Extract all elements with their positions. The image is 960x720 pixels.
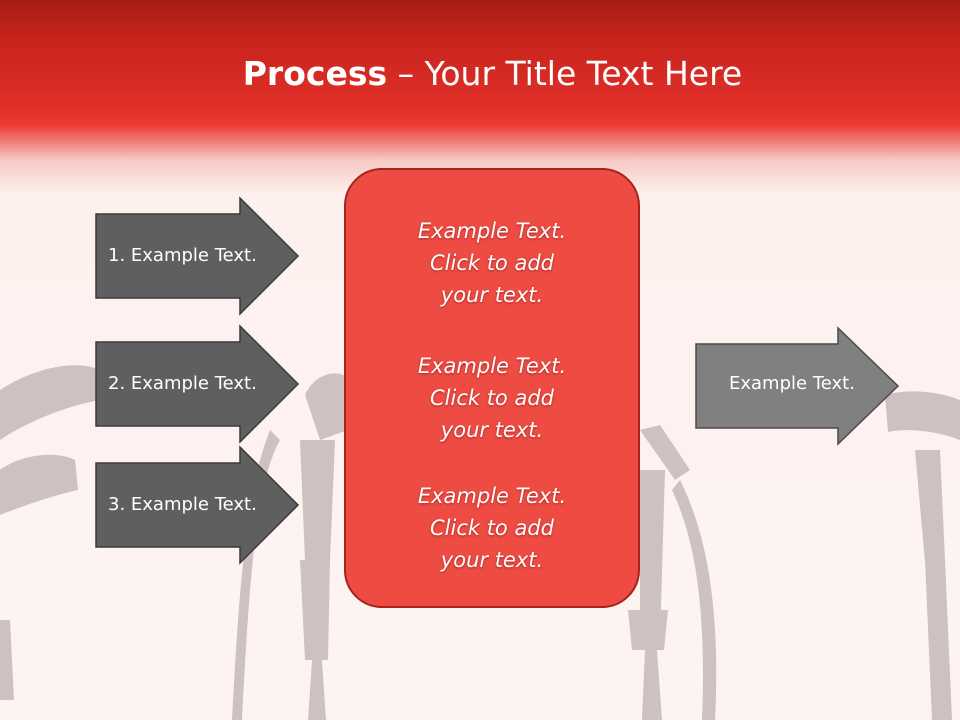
center-item-1-line1: Example Text. bbox=[417, 219, 567, 243]
center-item-2-line3: your text. bbox=[440, 418, 544, 442]
title-rest: – Your Title Text Here bbox=[387, 54, 743, 93]
center-item-2-line2: Click to add bbox=[429, 386, 554, 410]
center-item-3-line3: your text. bbox=[440, 548, 544, 572]
center-item-3-line2: Click to add bbox=[429, 516, 554, 540]
center-item-3[interactable]: Example Text. Click to add your text. bbox=[346, 480, 638, 576]
center-item-1-line2: Click to add bbox=[429, 251, 554, 275]
left-arrow-1[interactable] bbox=[95, 196, 300, 316]
center-item-3-line1: Example Text. bbox=[417, 484, 567, 508]
center-item-1-line3: your text. bbox=[440, 283, 544, 307]
center-item-2-line1: Example Text. bbox=[417, 354, 567, 378]
left-arrow-1-label: 1. Example Text. bbox=[108, 245, 257, 266]
left-arrow-2[interactable] bbox=[95, 324, 300, 444]
left-arrow-3-label: 3. Example Text. bbox=[108, 494, 257, 515]
title-bold: Process bbox=[242, 54, 388, 93]
left-arrow-3[interactable] bbox=[95, 445, 300, 565]
right-arrow[interactable] bbox=[695, 326, 900, 446]
slide-title[interactable]: Process – Your Title Text Here bbox=[0, 52, 960, 96]
left-arrow-2-label: 2. Example Text. bbox=[108, 373, 257, 394]
center-text-box[interactable]: Example Text. Click to add your text. Ex… bbox=[344, 168, 640, 608]
right-arrow-label: Example Text. bbox=[729, 373, 855, 394]
center-item-1[interactable]: Example Text. Click to add your text. bbox=[346, 215, 638, 311]
center-item-2[interactable]: Example Text. Click to add your text. bbox=[346, 350, 638, 446]
